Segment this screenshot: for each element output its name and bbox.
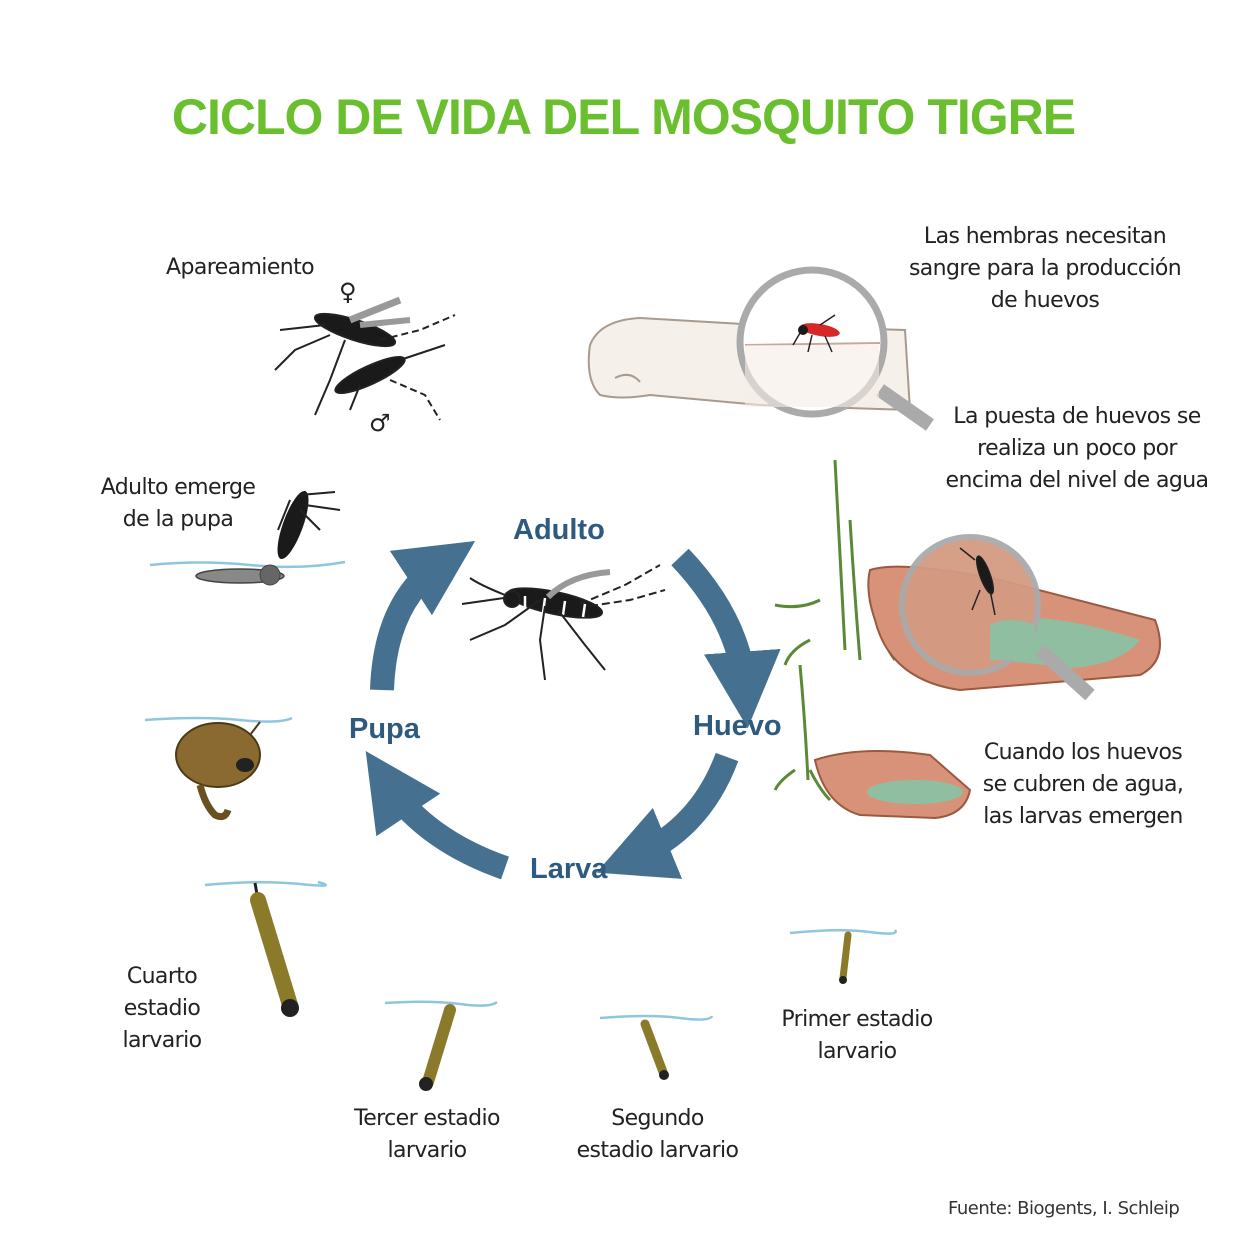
egg-laying-illustration bbox=[774, 459, 1161, 701]
adult-emerges-label: Adulto emerge de la pupa bbox=[88, 472, 268, 536]
egg-laying-line-2: realiza un poco por bbox=[977, 436, 1177, 461]
first-instar-line-1: Primer estadio bbox=[781, 1007, 933, 1032]
fourth-instar-line-2: estadio bbox=[123, 996, 201, 1021]
fourth-instar-larva-illustration bbox=[204, 880, 328, 1017]
hatch-line-3: las larvas emergen bbox=[983, 804, 1183, 829]
pupa-illustration bbox=[144, 716, 293, 821]
adult-emerging-illustration bbox=[149, 490, 346, 586]
first-instar-line-2: larvario bbox=[817, 1039, 898, 1064]
blood-meal-line-2: sangre para la producción bbox=[908, 256, 1182, 281]
first-instar-label: Primer estadio larvario bbox=[767, 1004, 947, 1068]
egg-laying-label: La puesta de huevos se realiza un poco p… bbox=[937, 401, 1217, 497]
arrow-pupa-to-adult bbox=[370, 540, 476, 691]
egg-laying-line-1: La puesta de huevos se bbox=[953, 404, 1201, 429]
first-instar-larva-illustration bbox=[789, 928, 897, 984]
stage-label-egg: Huevo bbox=[693, 710, 782, 742]
mating-mosquitoes-illustration bbox=[274, 296, 456, 421]
feeding-mosquito bbox=[792, 314, 840, 353]
second-instar-larva-illustration bbox=[599, 1014, 714, 1080]
fourth-instar-label: Cuarto estadio larvario bbox=[107, 961, 217, 1057]
adult-emerges-line-2: de la pupa bbox=[122, 507, 234, 532]
third-instar-line-1: Tercer estadio bbox=[354, 1106, 500, 1131]
third-instar-larva-illustration bbox=[384, 1000, 498, 1091]
cycle-arrows bbox=[365, 540, 781, 880]
arrow-adult-to-egg bbox=[671, 548, 781, 729]
second-instar-line-1: Segundo bbox=[611, 1106, 704, 1131]
stage-label-pupa: Pupa bbox=[349, 713, 420, 745]
second-instar-label: Segundo estadio larvario bbox=[565, 1103, 750, 1167]
hatch-label: Cuando los huevos se cubren de agua, las… bbox=[968, 737, 1198, 833]
fourth-instar-line-3: larvario bbox=[122, 1028, 203, 1053]
arrow-egg-to-larva bbox=[596, 752, 739, 879]
stage-label-larva: Larva bbox=[530, 853, 608, 885]
hatch-line-1: Cuando los huevos bbox=[983, 740, 1183, 765]
adult-mosquito-illustration bbox=[461, 564, 666, 681]
source-credit: Fuente: Biogents, I. Schleip bbox=[948, 1198, 1180, 1219]
stage-label-adult: Adulto bbox=[513, 514, 605, 546]
blood-meal-label: Las hembras necesitan sangre para la pro… bbox=[895, 221, 1195, 317]
mating-label: Apareamiento bbox=[166, 255, 315, 280]
arrow-larva-to-pupa bbox=[365, 751, 510, 880]
fourth-instar-line-1: Cuarto bbox=[126, 964, 198, 989]
adult-emerges-line-1: Adulto emerge bbox=[100, 475, 256, 500]
hatch-line-2: se cubren de agua, bbox=[982, 772, 1184, 797]
female-symbol: ♀ bbox=[339, 278, 357, 306]
male-symbol: ♂ bbox=[369, 409, 391, 437]
blood-meal-line-3: de huevos bbox=[990, 288, 1100, 313]
third-instar-label: Tercer estadio larvario bbox=[337, 1103, 517, 1167]
page-title: CICLO DE VIDA DEL MOSQUITO TIGRE bbox=[171, 89, 1076, 145]
flooded-container-illustration bbox=[773, 664, 972, 820]
egg-laying-line-3: encima del nivel de agua bbox=[945, 468, 1209, 493]
third-instar-line-2: larvario bbox=[387, 1138, 468, 1163]
blood-meal-illustration bbox=[587, 266, 935, 431]
blood-meal-line-1: Las hembras necesitan bbox=[923, 224, 1167, 249]
second-instar-line-2: estadio larvario bbox=[576, 1138, 739, 1163]
